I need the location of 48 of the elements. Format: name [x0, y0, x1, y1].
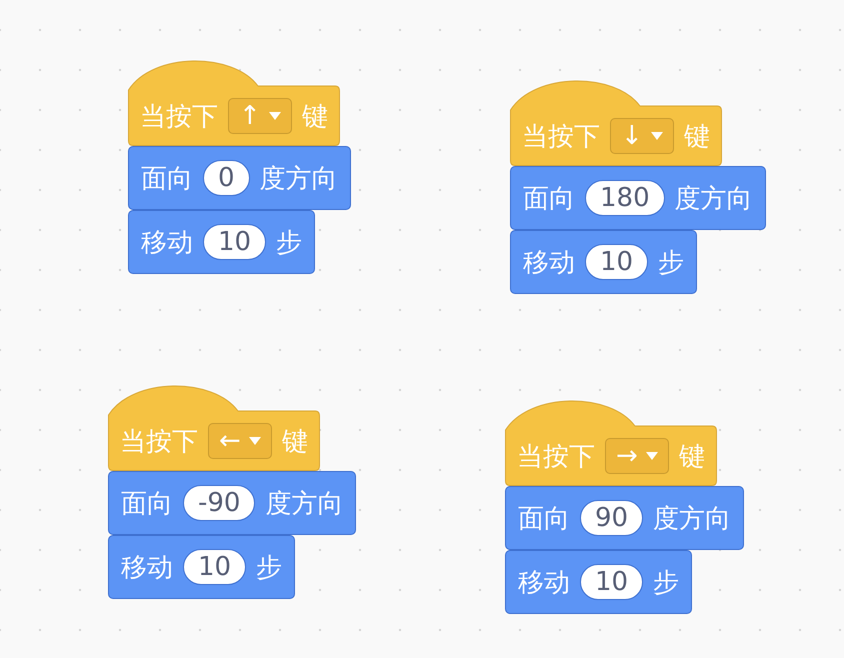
motion-block: [128, 210, 316, 274]
motion-block: [505, 486, 744, 550]
block-label: 键: [678, 440, 705, 474]
block-label: 步: [276, 226, 302, 260]
block-label: 度方向: [653, 502, 732, 536]
number-input: -90: [183, 485, 256, 521]
block-label: 当按下: [120, 426, 198, 458]
number-input: 10: [580, 564, 644, 600]
key-dropdown: ↑: [228, 98, 292, 134]
block-label: 当按下: [517, 440, 595, 474]
number-input: 180: [585, 180, 665, 216]
number-input: 10: [203, 224, 266, 260]
number-input: 10: [183, 549, 246, 585]
block-label: 移动: [121, 552, 173, 584]
motion-block: [108, 535, 296, 599]
block-label: 步: [658, 246, 684, 280]
block-label: 面向: [518, 502, 570, 536]
event-block: [510, 80, 722, 166]
number-input: 90: [580, 500, 644, 536]
block-label: 度方向: [260, 162, 338, 196]
number-input: 0: [203, 160, 250, 196]
block-label: 面向: [121, 488, 173, 520]
event-block: [128, 60, 340, 146]
block-label: 度方向: [265, 488, 344, 520]
key-dropdown: →: [605, 438, 669, 474]
key-dropdown: ←: [208, 423, 272, 459]
motion-block: [510, 230, 698, 294]
event-block: [505, 400, 717, 486]
block-label: 面向: [141, 162, 193, 196]
number-input: 10: [585, 244, 648, 280]
key-dropdown: ↓: [610, 118, 674, 154]
block-label: 键: [302, 100, 328, 134]
motion-block: [505, 550, 692, 614]
block-label: 移动: [518, 566, 570, 600]
block-label: 面向: [523, 182, 575, 216]
motion-block: [510, 166, 766, 230]
event-block: [108, 385, 320, 471]
block-label: 键: [684, 120, 710, 154]
motion-block: [128, 146, 351, 210]
motion-block: [108, 471, 356, 535]
block-label: 当按下: [140, 100, 218, 134]
block-label: 步: [256, 552, 282, 584]
block-label: 度方向: [674, 182, 753, 216]
block-label: 键: [282, 426, 308, 458]
block-label: 步: [653, 566, 680, 600]
block-label: 当按下: [522, 120, 600, 154]
block-label: 移动: [523, 246, 575, 280]
block-label: 移动: [141, 226, 193, 260]
